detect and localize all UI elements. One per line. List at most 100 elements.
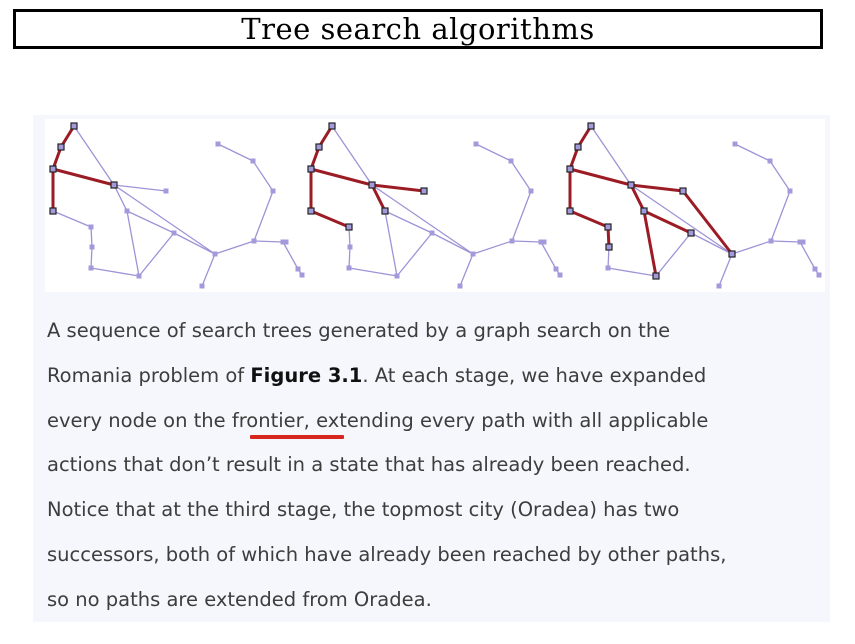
graph-node <box>767 158 773 164</box>
caption-line-4: actions that don’t result in a state tha… <box>47 453 691 477</box>
tree-node <box>420 187 428 195</box>
caption-line-7: so no paths are extended from Oradea. <box>47 587 432 611</box>
tree-edge <box>642 210 658 277</box>
frontier-annotation-underline <box>250 435 344 439</box>
tree-node <box>687 229 695 237</box>
graph-edge <box>113 184 216 255</box>
graph-edge <box>590 125 632 186</box>
graph-node <box>199 283 205 289</box>
graph-node <box>299 272 305 278</box>
graph-edge <box>630 184 733 255</box>
tree-edge <box>681 190 734 255</box>
graph-node <box>251 238 257 244</box>
graph-edge <box>253 190 274 242</box>
graph-node <box>212 251 218 257</box>
tree-node <box>604 223 612 231</box>
tree-edge <box>629 184 646 212</box>
figure-panel: A sequence of search trees generated by … <box>33 115 830 622</box>
tree-edge <box>309 146 321 170</box>
tree-node <box>307 165 315 173</box>
search-tree-stage-3 <box>566 122 822 289</box>
graph-edge <box>90 267 140 277</box>
graph-node <box>215 141 221 147</box>
graph-edge <box>769 160 791 192</box>
graph-node <box>797 239 803 245</box>
search-tree-stage-2 <box>307 122 563 289</box>
slide-title: Tree search algorithms <box>13 9 823 49</box>
tree-node <box>728 250 736 258</box>
graph-node <box>553 266 559 272</box>
graph-edge <box>607 267 657 277</box>
graph-node <box>509 238 515 244</box>
tree-edge <box>371 183 425 193</box>
search-tree-diagrams <box>49 122 822 289</box>
tree-node <box>605 243 613 251</box>
graph-edge <box>113 184 128 212</box>
tree-edge <box>51 146 63 170</box>
graph-edge <box>90 246 93 269</box>
tree-edge <box>630 183 684 193</box>
tree-node <box>381 207 389 215</box>
graph-edge <box>655 232 692 277</box>
graph-node <box>605 265 611 271</box>
search-tree-figure <box>45 119 825 292</box>
tree-node <box>110 181 118 189</box>
slide-title-text: Tree search algorithms <box>241 12 595 46</box>
graph-edge <box>770 190 791 242</box>
graph-edge <box>173 232 216 255</box>
graph-edge <box>511 190 532 242</box>
graph-edge <box>282 241 299 270</box>
graph-edge <box>431 232 474 255</box>
graph-node <box>787 188 793 194</box>
graph-node <box>538 239 544 245</box>
graph-edge <box>511 240 542 243</box>
graph-node <box>124 208 130 214</box>
tree-node <box>70 122 78 130</box>
graph-edge <box>799 241 816 270</box>
graph-node <box>89 244 95 250</box>
graph-node <box>768 238 774 244</box>
graph-node <box>716 283 722 289</box>
tree-edge <box>370 184 387 212</box>
tree-node <box>679 187 687 195</box>
tree-node <box>57 143 65 151</box>
graph-node <box>88 265 94 271</box>
caption-line-2: Romania problem of Figure 3.1. At each s… <box>47 363 707 387</box>
graph-node <box>528 188 534 194</box>
tree-node <box>640 207 648 215</box>
graph-node <box>473 141 479 147</box>
graph-node <box>171 230 177 236</box>
graph-edge <box>731 240 772 255</box>
graph-node <box>250 158 256 164</box>
tree-edge <box>310 167 373 187</box>
graph-node <box>457 283 463 289</box>
tree-edge <box>569 209 609 229</box>
figure-reference: Figure 3.1 <box>250 363 363 387</box>
tree-node <box>49 165 57 173</box>
graph-edge <box>384 210 398 277</box>
graph-node <box>429 230 435 236</box>
search-tree-stage-1 <box>49 122 305 289</box>
tree-node <box>315 143 323 151</box>
graph-edge <box>348 267 398 277</box>
graph-edge <box>396 232 433 277</box>
graph-edge <box>348 246 351 269</box>
tree-node <box>652 272 660 280</box>
graph-node <box>280 239 286 245</box>
graph-edge <box>690 232 733 255</box>
graph-edge <box>138 232 175 277</box>
graph-edge <box>214 240 255 255</box>
graph-node <box>88 224 94 230</box>
graph-edge <box>126 210 140 277</box>
graph-edge <box>253 240 284 243</box>
tree-node <box>49 207 57 215</box>
graph-node <box>163 188 169 194</box>
graph-node <box>347 244 353 250</box>
figure-caption: A sequence of search trees generated by … <box>47 309 827 623</box>
tree-node <box>574 143 582 151</box>
tree-node <box>587 122 595 130</box>
tree-node <box>307 207 315 215</box>
tree-edge <box>310 209 350 229</box>
tree-node <box>627 181 635 189</box>
graph-node <box>541 239 547 245</box>
